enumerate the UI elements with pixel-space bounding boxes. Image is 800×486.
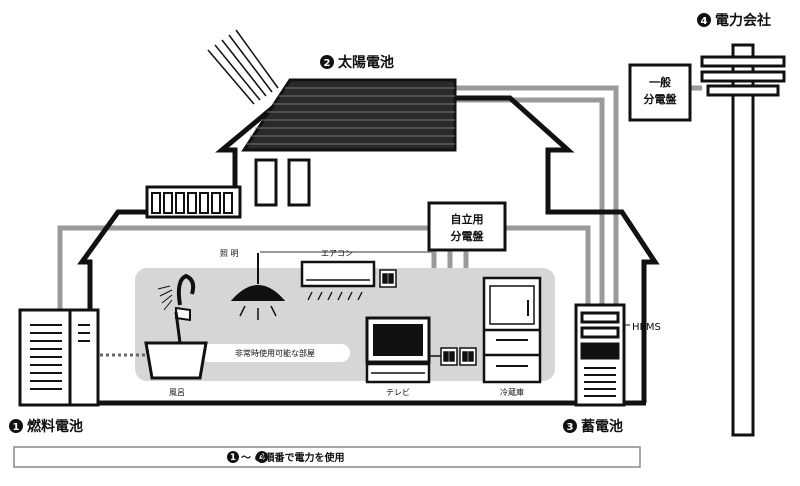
footer-bar — [13, 446, 641, 468]
tv-outlet — [440, 347, 458, 366]
fridge-label: 冷蔵庫 — [500, 387, 524, 397]
marker-fuel-cell-number: 1 — [13, 422, 20, 433]
emergency-room-label-box — [200, 344, 350, 362]
aircon-label: エアコン — [321, 249, 353, 258]
general-panel-line2: 分電盤 — [644, 92, 678, 106]
independent-panel-line1: 自立用 — [451, 212, 484, 226]
marker-storage-number: 3 — [567, 422, 574, 433]
footer-text: 〜 の順番で電力を使用 — [241, 451, 344, 464]
solar-panel — [241, 78, 457, 152]
ceiling-lamp — [230, 253, 286, 320]
footer-number-end: 4 — [259, 453, 265, 463]
independent-panel-line2: 分電盤 — [451, 229, 485, 243]
lighting-label: 照 明 — [220, 249, 239, 258]
marker-storage-battery: 3 蓄電池 — [563, 418, 623, 435]
marker-power-company-number: 4 — [701, 16, 708, 27]
general-panel-line1: 一般 — [649, 75, 671, 89]
balcony — [145, 185, 242, 219]
aircon-outlet — [379, 269, 397, 288]
marker-fuel-cell: 1 燃料電池 — [9, 418, 83, 435]
power-company-label: 電力会社 — [715, 12, 771, 29]
television — [365, 316, 431, 384]
air-conditioner — [300, 260, 376, 301]
refrigerator — [482, 276, 542, 384]
independent-panel — [427, 201, 507, 252]
marker-power-company: 4 電力会社 — [697, 12, 771, 29]
marker-solar-number: 2 — [324, 58, 331, 69]
sun-rays — [207, 29, 279, 105]
fuel-cell-label: 燃料電池 — [27, 418, 83, 435]
upper-windows — [254, 158, 311, 207]
fuel-cell-unit — [18, 308, 100, 407]
marker-solar: 2 太陽電池 — [320, 54, 394, 71]
general-panel — [628, 63, 692, 122]
storage-battery-unit — [574, 303, 626, 407]
hems-label: HEMS — [632, 322, 661, 333]
storage-battery-label: 蓄電池 — [581, 418, 623, 435]
emergency-room-label: 非常時使用可能な部屋 — [235, 348, 315, 358]
utility-pole — [700, 43, 786, 437]
tv-label: テレビ — [386, 388, 410, 397]
fridge-outlet — [459, 347, 477, 366]
bath-label: 風呂 — [169, 388, 185, 397]
bath — [144, 273, 208, 380]
footer-caption: 1 4 〜 の順番で電力を使用 — [227, 451, 344, 464]
footer-number-start: 1 — [230, 453, 236, 463]
solar-label: 太陽電池 — [338, 54, 394, 71]
